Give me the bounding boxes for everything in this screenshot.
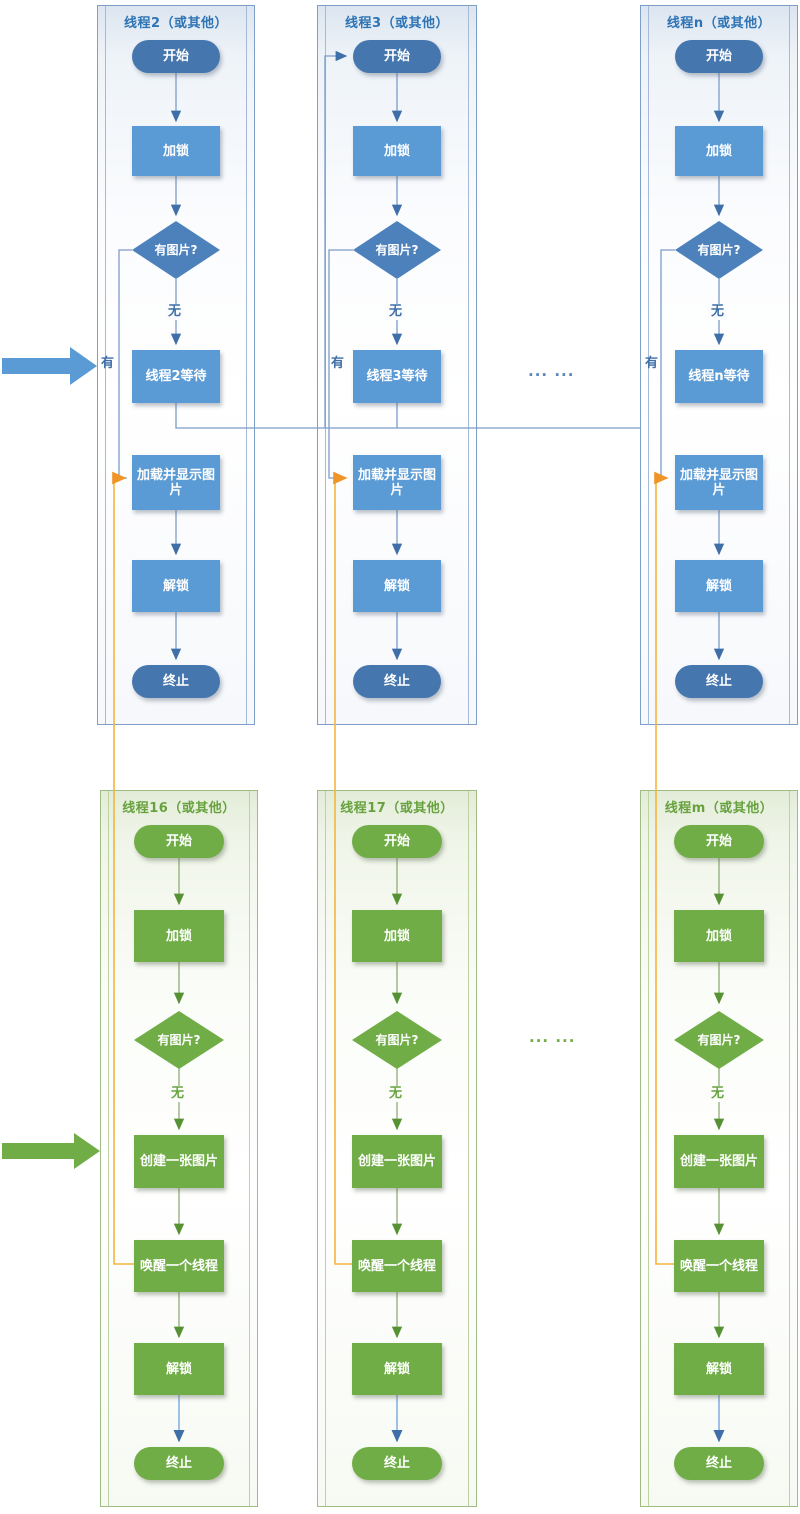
green-row-blue-end-connectors — [173, 1395, 725, 1443]
lane-title-thread2: 线程2（或其他） — [123, 16, 229, 31]
lane-inner-border — [105, 6, 106, 724]
lane-inner-border — [789, 791, 790, 1506]
lane-inner-border — [246, 6, 247, 724]
blue-flow-connectors — [170, 73, 725, 661]
big-blue-arrow-icon — [2, 347, 97, 385]
lane-inner-border — [468, 791, 469, 1506]
yellow-wake-connectors — [112, 471, 674, 1265]
green-flow-connectors — [173, 858, 725, 1339]
lane-inner-border — [648, 791, 649, 1506]
lane-title-threadn: 线程n（或其他） — [666, 16, 772, 31]
lane-inner-border — [789, 6, 790, 724]
wait-rail-connectors — [175, 50, 640, 429]
lane-title-thread3: 线程3（或其他） — [344, 16, 450, 31]
lane-inner-border — [468, 6, 469, 724]
lane-title-thread17: 线程17（或其他） — [340, 801, 454, 816]
big-green-arrow-icon — [2, 1133, 100, 1169]
lane-inner-border — [648, 6, 649, 724]
lane-inner-border — [108, 791, 109, 1506]
lane-title-threadm: 线程m（或其他） — [664, 801, 774, 816]
lane-inner-border — [325, 791, 326, 1506]
lane-inner-border — [249, 791, 250, 1506]
lane-title-thread16: 线程16（或其他） — [122, 801, 236, 816]
